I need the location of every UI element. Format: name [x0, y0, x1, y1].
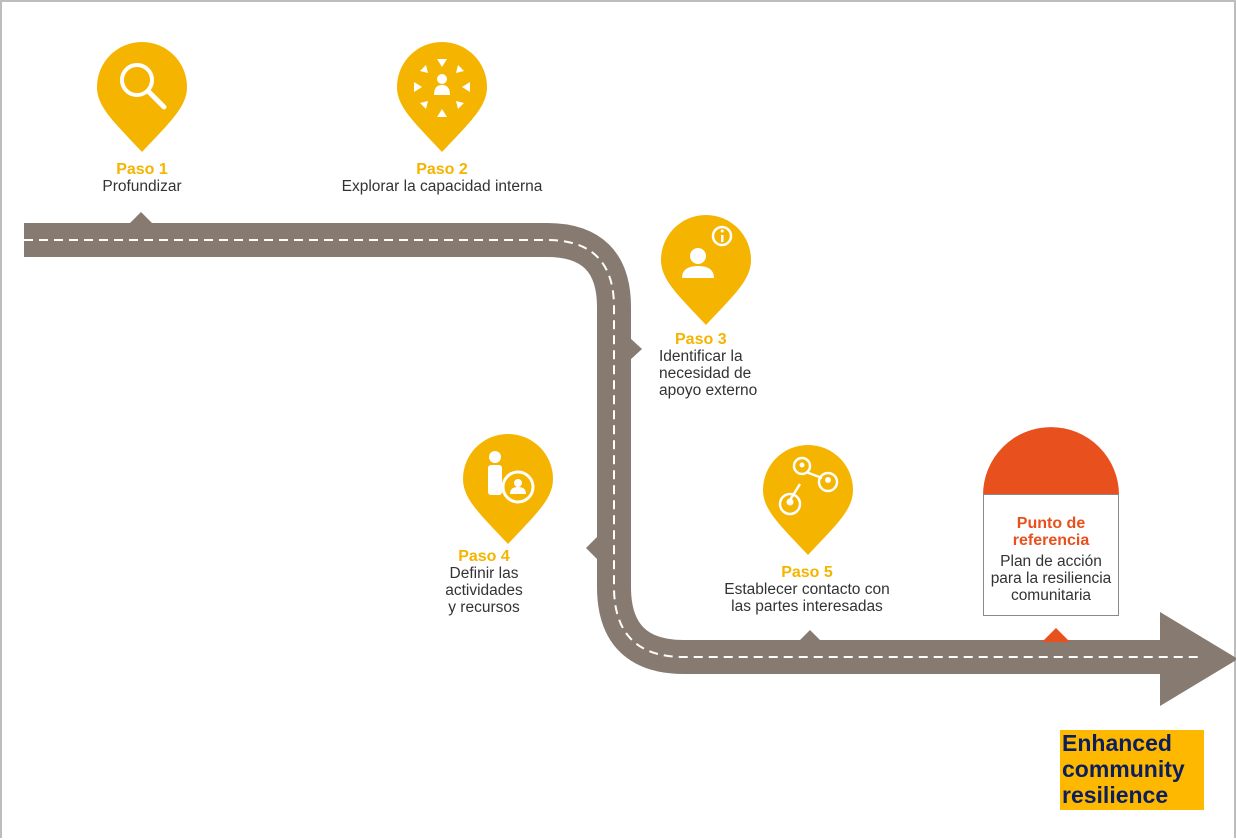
pin-step-4 [463, 434, 553, 544]
reference-dome [983, 427, 1119, 495]
step-3-description-line-1: Identificar la [659, 348, 743, 365]
magnifier-icon [120, 63, 167, 110]
road-arrowhead [1160, 612, 1236, 706]
reference-description-line-2: para la resiliencia [990, 570, 1112, 587]
step-1-title: Paso 1 [116, 161, 168, 178]
inward-arrows-person-icon [414, 59, 470, 117]
step-4-description-line-1: Definir las [449, 565, 519, 582]
step-3-title: Paso 3 [675, 331, 727, 348]
step-3-description-line-2: necesidad de [659, 365, 752, 382]
step-4-title: Paso 4 [458, 548, 510, 565]
step-4-label: Paso 4 Definir las actividades y recurso… [414, 548, 554, 616]
step-5-description-line-2: las partes interesadas [731, 598, 883, 615]
step-2-label: Paso 2 Explorar la capacidad interna [312, 161, 572, 195]
reference-description-line-1: Plan de acción [1000, 553, 1102, 570]
step-4-description-line-3: y recursos [448, 599, 520, 616]
step-5-description-line-1: Establecer contacto con [724, 581, 890, 598]
step-5-title: Paso 5 [781, 564, 833, 581]
step-3-description-line-3: apoyo externo [659, 382, 758, 399]
outcome-line-2: community [1062, 756, 1185, 782]
step-4-description-line-2: actividades [445, 582, 523, 599]
reference-description-line-3: comunitaria [1010, 587, 1092, 604]
network-people-icon [778, 456, 839, 516]
pin-step-1 [97, 42, 187, 152]
reference-title-line-2: referencia [1012, 532, 1090, 549]
person-info-icon [682, 225, 733, 278]
step-5-label: Paso 5 Establecer contacto con las parte… [682, 564, 932, 615]
marker-step-3 [630, 338, 642, 360]
step-3-label: Paso 3 Identificar la necesidad de apoyo… [659, 331, 799, 399]
pin-step-3 [661, 215, 751, 325]
outcome-line-3: resilience [1062, 782, 1169, 808]
reference-title-line-1: Punto de [1016, 515, 1086, 532]
reference-point-box: Punto de referencia Plan de acción para … [983, 494, 1119, 616]
marker-reference [1042, 628, 1070, 642]
outcome-label: Enhanced community resilience [1060, 730, 1204, 810]
road-center-line [24, 239, 1202, 658]
step-2-description: Explorar la capacidad interna [341, 178, 543, 195]
marker-step-1 [129, 212, 153, 224]
step-2-title: Paso 2 [416, 161, 468, 178]
marker-step-5 [798, 630, 822, 642]
step-1-label: Paso 1 Profundizar [62, 161, 222, 195]
outcome-line-1: Enhanced [1062, 730, 1172, 756]
marker-step-4 [586, 536, 598, 560]
person-with-target-icon [488, 451, 535, 504]
pin-step-2 [397, 42, 487, 152]
step-1-description: Profundizar [102, 178, 182, 195]
pin-step-5 [763, 445, 853, 555]
